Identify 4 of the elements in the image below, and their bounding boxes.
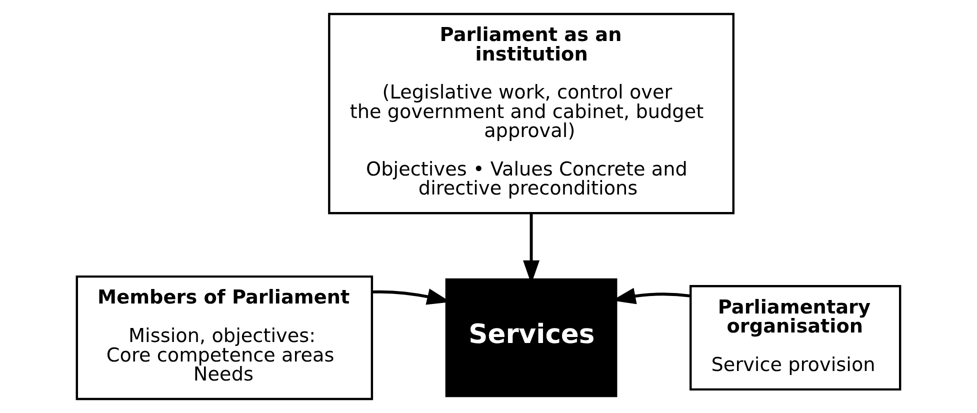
node-box: Parliamentary organisation Service provision bbox=[690, 285, 902, 391]
node-box: Services bbox=[445, 278, 618, 398]
node-box: Parliament as an institution (Legislative work, control over the government and cabinet, budget approval) Objectives • Values Concrete and directive preconditions bbox=[328, 12, 734, 214]
node-box: Members of Parliament Mission, objectives: Core competence areas Needs bbox=[76, 275, 374, 400]
